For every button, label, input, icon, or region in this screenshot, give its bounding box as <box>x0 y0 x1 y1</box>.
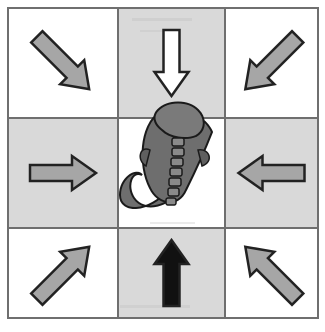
arrow-grid-diagram <box>0 0 325 328</box>
grid-canvas <box>0 0 325 328</box>
